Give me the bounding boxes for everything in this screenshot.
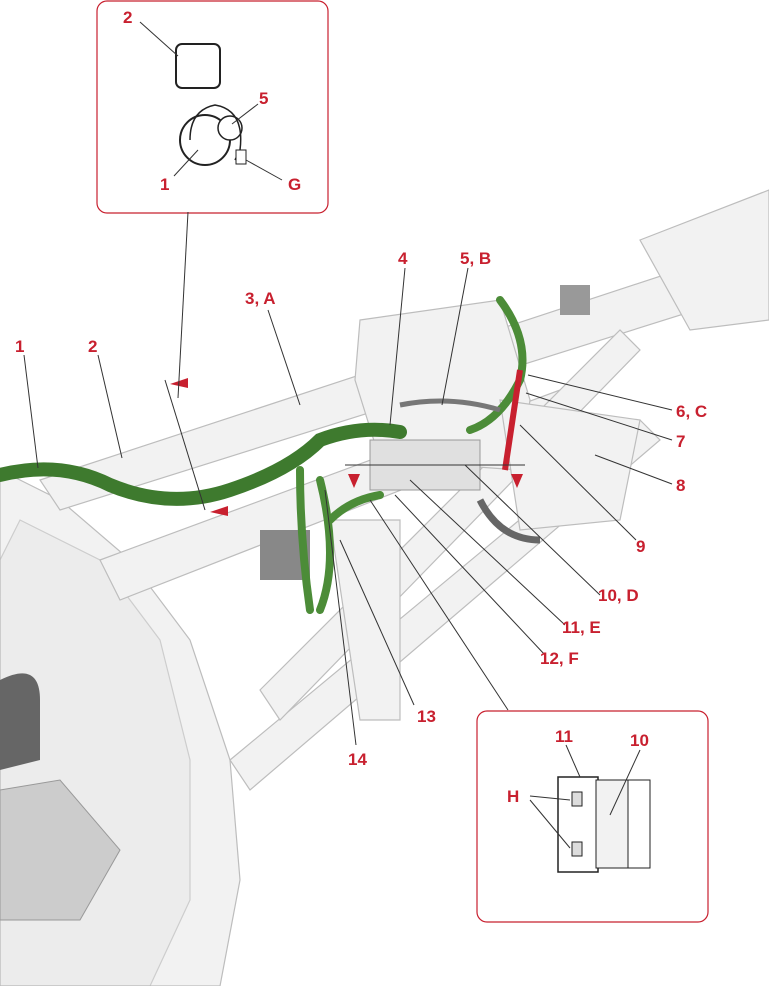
label-1: 1 — [160, 175, 169, 194]
label-10-D: 10, D — [598, 586, 639, 605]
label-3-A: 3, A — [245, 289, 276, 308]
wire-harness — [0, 296, 541, 614]
label-13: 13 — [417, 707, 436, 726]
label-6-C: 6, C — [676, 402, 707, 421]
label-11-E: 11, E — [562, 618, 601, 637]
label-11: 11 — [555, 727, 573, 746]
label-5-B: 5, B — [460, 249, 491, 268]
label-10: 10 — [630, 731, 649, 750]
label-1: 1 — [15, 337, 24, 356]
label-7: 7 — [676, 432, 685, 451]
label-4: 4 — [398, 249, 408, 268]
label-9: 9 — [636, 537, 645, 556]
label-G: G — [288, 175, 301, 194]
top-inset: 2 5 1 G — [96, 0, 329, 399]
main-leaders: 1 2 3, A 4 5, B 6, C 7 8 9 10, D 11, E 1… — [15, 249, 707, 769]
label-2: 2 — [123, 8, 132, 27]
section-markers — [164, 378, 525, 516]
label-14: 14 — [348, 750, 367, 769]
bottom-inset: 11 10 H — [476, 710, 709, 923]
label-12-F: 12, F — [540, 649, 579, 668]
label-8: 8 — [676, 476, 685, 495]
label-H: H — [507, 787, 519, 806]
label-5: 5 — [259, 89, 268, 108]
label-2: 2 — [88, 337, 97, 356]
